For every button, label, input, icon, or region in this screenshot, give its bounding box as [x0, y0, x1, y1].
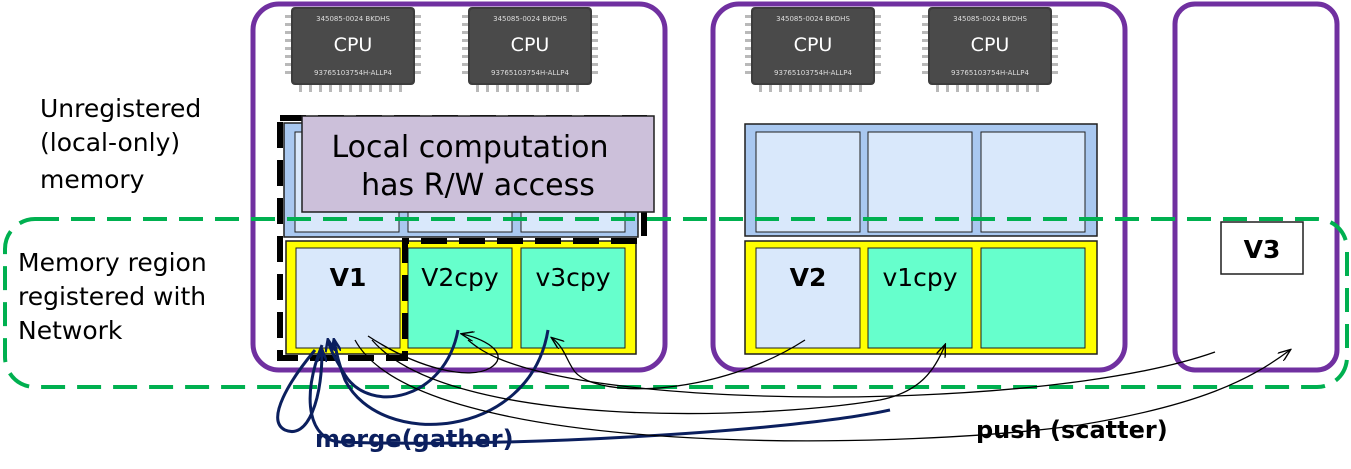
registered-label-line-1: Memory region: [18, 248, 207, 277]
node-2-local-cell-3: [980, 131, 1086, 233]
node-2-box: [710, 1, 1128, 373]
node-1-box: [250, 1, 668, 373]
merge-arrow-v2cpy: [328, 329, 460, 399]
registered-memory-region: [3, 217, 1349, 389]
merge-arrow-from-v1cpy: [308, 344, 891, 445]
cpu-chip-1-code-bottom: 93765103754H-ALLP4: [314, 69, 392, 77]
node-2-local-cell-2: [867, 131, 973, 233]
unregistered-label-line-3: memory: [40, 165, 145, 194]
cpu-chip-4-label: CPU: [971, 34, 1010, 56]
cpu-chip-1-code-top: 345085-0024 BKDHS: [316, 15, 390, 23]
cpu-chip-4: 345085-0024 BKDHS CPU 93765103754H-ALLP4: [922, 7, 1058, 92]
push-arrow-to-v1cpy: [371, 339, 945, 415]
node-2-cell-v1cpy: [867, 247, 973, 349]
local-computation-note: [301, 115, 655, 213]
push-arrow-v2-to-node1: [552, 338, 806, 390]
merge-gather-arrows: [276, 329, 891, 445]
unregistered-label-line-1: Unregistered: [40, 94, 201, 123]
cpu-chip-3-code-bottom: 93765103754H-ALLP4: [774, 69, 852, 77]
registered-label-line-3: Network: [18, 316, 123, 345]
node-2-cell-v2: [755, 247, 861, 349]
node-1-cell-v3cpy-label: v3cpy: [535, 263, 610, 292]
push-arrow-v3-to-node1: [467, 339, 1216, 398]
merge-gather-label: merge(gather): [315, 425, 514, 453]
merge-arrow-v3cpy: [334, 329, 550, 426]
cpu-chip-4-code-top: 345085-0024 BKDHS: [953, 15, 1027, 23]
node-3-box: [1172, 1, 1340, 373]
cpu-chip-3-code-top: 345085-0024 BKDHS: [776, 15, 850, 23]
local-computation-note-line-2: has R/W access: [361, 168, 595, 203]
cpu-chip-3: 345085-0024 BKDHS CPU 93765103754H-ALLP4: [745, 7, 881, 92]
node-2-cell-v1cpy-label: v1cpy: [882, 263, 957, 292]
node-3-cell-v3-label: V3: [1244, 235, 1281, 264]
cpu-chip-2-label: CPU: [511, 34, 550, 56]
cpu-chip-1: 345085-0024 BKDHS CPU 93765103754H-ALLP4: [285, 7, 421, 92]
merge-arrow-self: [276, 350, 322, 434]
node-2-local-cell-1: [755, 131, 861, 233]
unregistered-label-line-2: (local-only): [40, 128, 180, 157]
node-2-cell-empty: [980, 247, 1086, 349]
cpu-chip-1-label: CPU: [334, 34, 373, 56]
push-scatter-arrows: [354, 334, 1290, 442]
cpu-chip-4-code-bottom: 93765103754H-ALLP4: [951, 69, 1029, 77]
local-computation-note-line-1: Local computation: [331, 130, 608, 165]
push-arrow-to-v3: [354, 339, 1290, 442]
node-2-cell-v2-label: V2: [790, 263, 827, 292]
push-scatter-label: push (scatter): [976, 416, 1168, 444]
cpu-chip-2: 345085-0024 BKDHS CPU 93765103754H-ALLP4: [462, 7, 598, 92]
node-1-cell-v1: [295, 247, 401, 349]
push-arrow-to-v2cpy: [367, 334, 499, 374]
cpu-chip-2-code-bottom: 93765103754H-ALLP4: [491, 69, 569, 77]
registered-label-line-2: registered with: [18, 282, 206, 311]
cpu-chip-3-label: CPU: [794, 34, 833, 56]
node-3-cell-v3: [1220, 221, 1304, 275]
node-1-cell-v3cpy: [520, 247, 626, 349]
registered-memory-label: Memory region registered with Network: [18, 248, 207, 345]
node-1-cell-v2cpy-label: V2cpy: [421, 263, 499, 292]
cpu-chip-2-code-top: 345085-0024 BKDHS: [493, 15, 567, 23]
node-1-cell-v1-label: V1: [330, 263, 367, 292]
unregistered-memory-label: Unregistered (local-only) memory: [40, 94, 201, 194]
